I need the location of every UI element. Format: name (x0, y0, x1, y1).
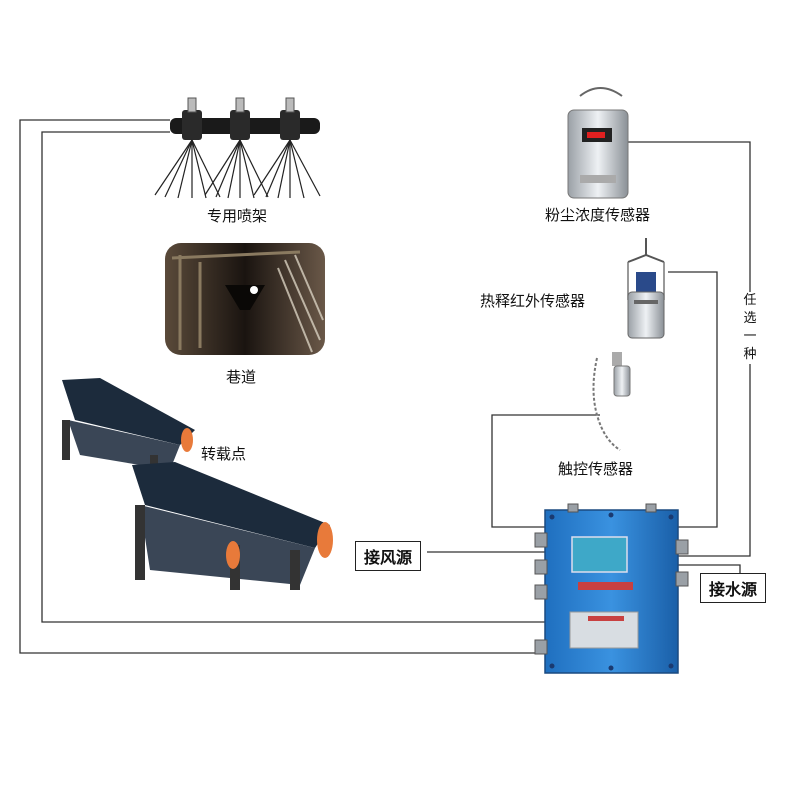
outer-pipe-line (19, 119, 545, 654)
spray-rack-image (154, 97, 321, 199)
inner-pipe-line (41, 131, 545, 623)
touch-sensor-label: 触控传感器 (558, 460, 634, 478)
dust-sensor-label: 粉尘浓度传感器 (545, 206, 651, 224)
tunnel-label: 巷道 (226, 368, 257, 386)
tunnel-image (165, 243, 325, 355)
infrared-sensor-line (668, 271, 718, 528)
choose-one-label: 任选一种 (742, 292, 758, 364)
touch-sensor-line (491, 414, 600, 528)
touch-sensor-image (592, 352, 631, 451)
spray-rack-label: 专用喷架 (207, 207, 268, 225)
infrared-sensor-image (627, 238, 665, 339)
controller-box-image (534, 503, 689, 674)
water-source-label: 接水源 (700, 573, 767, 603)
transfer-point-label: 转载点 (201, 445, 247, 463)
water-source-line (678, 564, 741, 575)
dust-sensor-image (567, 87, 629, 199)
air-source-label: 接风源 (355, 541, 422, 571)
transfer-point-image (62, 378, 333, 590)
infrared-sensor-label: 热释红外传感器 (480, 292, 586, 310)
